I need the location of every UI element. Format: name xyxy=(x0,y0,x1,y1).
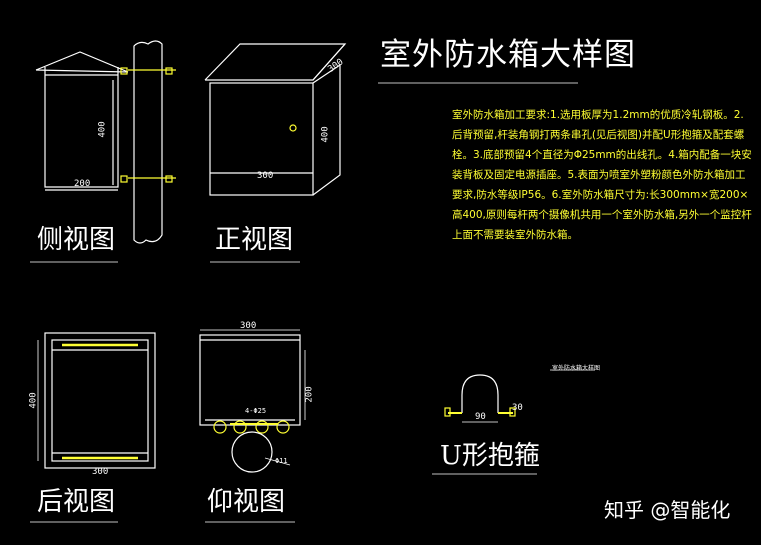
fabrication-notes: 室外防水箱加工要求:1.选用板厚为1.2mm的优质冷轧钢板。2.后背预留,杆装角… xyxy=(452,109,752,241)
back-width-dim: 300 xyxy=(92,467,109,477)
ubolt-width-dim: 90 xyxy=(475,412,486,422)
ubolt-leg-dim: 30 xyxy=(512,403,523,413)
side-view-drawing xyxy=(35,40,176,244)
back-view-drawing xyxy=(37,332,156,469)
back-height-dim: 400 xyxy=(28,392,39,409)
watermark: 知乎 @智能化 xyxy=(604,498,731,522)
bottom-view-label: 仰视图 xyxy=(207,487,286,517)
front-view-label: 正视图 xyxy=(215,225,294,255)
front-width-dim: 300 xyxy=(257,171,274,181)
bottom-view-drawing xyxy=(199,329,306,473)
back-view-label: 后视图 xyxy=(37,487,116,517)
front-view-drawing xyxy=(204,43,347,196)
bottom-height-dim: 200 xyxy=(304,386,315,403)
side-view-label: 侧视图 xyxy=(37,225,116,255)
side-width-dim: 200 xyxy=(74,179,91,189)
ubolt-drawing xyxy=(444,369,595,423)
side-height-dim: 400 xyxy=(97,121,108,138)
bottom-hole-dim: 4-Φ25 xyxy=(245,407,267,415)
ubolt-label: U形抱箍 xyxy=(440,441,540,471)
front-height-dim: 400 xyxy=(320,126,331,143)
bottom-width-dim: 300 xyxy=(240,321,257,331)
drawing-title: 室外防水箱大样图 xyxy=(380,37,636,73)
ubolt-caption: 室外防水箱大样图 xyxy=(552,365,601,372)
bottom-pole-dim: Φ11 xyxy=(275,457,288,465)
